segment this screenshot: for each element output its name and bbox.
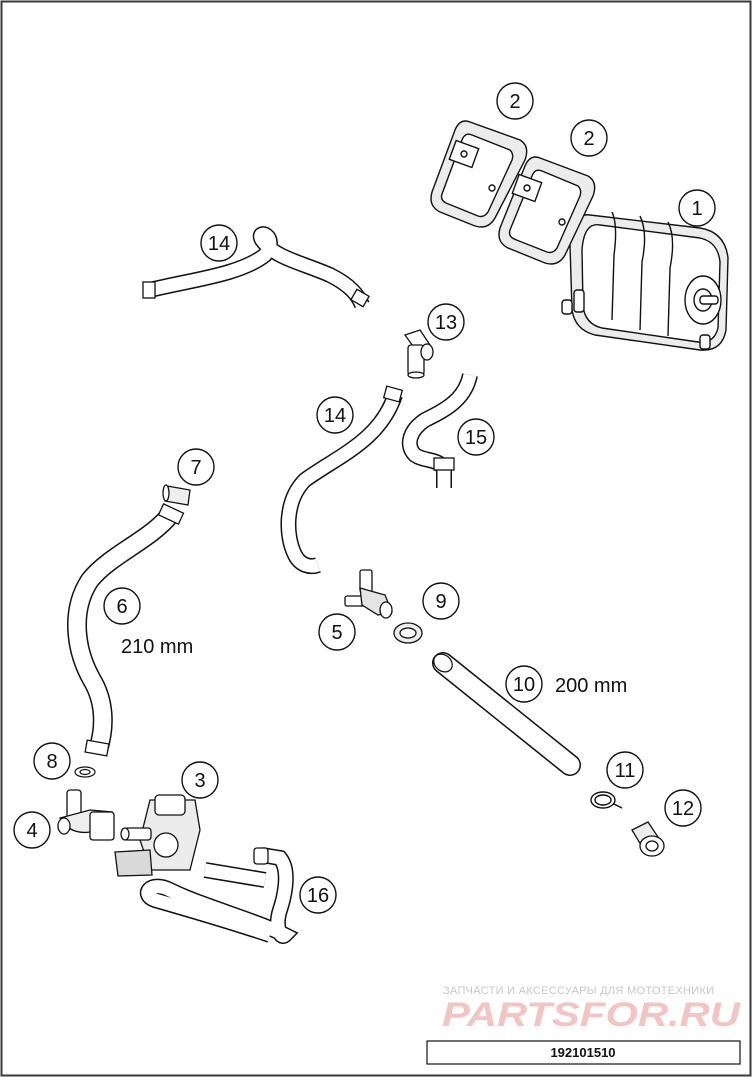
callout-14a-label: 14: [208, 233, 230, 255]
watermark-logo: PARTSFOR.RU: [442, 996, 742, 1034]
part-hose-16: [139, 847, 299, 944]
callout-12: 12: [664, 789, 702, 827]
callout-3: 3: [181, 761, 219, 799]
drawing-code: 192101510: [550, 1045, 615, 1060]
part-hose-6: [67, 503, 185, 757]
callout-4-label: 4: [26, 820, 37, 842]
callout-7: 7: [177, 448, 215, 486]
callout-2b-label: 2: [583, 128, 594, 150]
part-canister: [561, 211, 729, 351]
callout-3-label: 3: [194, 770, 205, 792]
callout-13-label: 13: [435, 312, 457, 334]
callout-2a-label: 2: [509, 91, 520, 113]
part-strap-1: [430, 120, 528, 228]
part-hose-14-middle: [280, 385, 404, 575]
callout-2b: 2: [570, 119, 608, 157]
dimension-6-label: 210 mm: [121, 636, 193, 658]
part-hose-14-upper: [142, 226, 370, 309]
watermark: ЗАПЧАСТИ И АКСЕССУАРЫ ДЛЯ МОТОТЕХНИКИ PA…: [442, 985, 742, 1034]
callout-14a: 14: [200, 224, 238, 262]
callout-14b-label: 14: [324, 405, 346, 427]
callout-6: 6: [103, 587, 141, 625]
drawing-code-box: 192101510: [426, 1040, 741, 1065]
callout-11: 11: [606, 751, 644, 789]
callout-10-label: 10: [513, 674, 535, 696]
callout-15: 15: [457, 418, 495, 456]
callout-1-label: 1: [691, 198, 702, 220]
part-clamp-9: [393, 622, 423, 644]
callout-14b: 14: [316, 396, 354, 434]
callout-8: 8: [33, 742, 71, 780]
callout-9-label: 9: [435, 591, 446, 613]
part-solenoid-3: [114, 794, 201, 877]
callout-16-label: 16: [307, 885, 329, 907]
callout-7-label: 7: [190, 457, 201, 479]
callout-1: 1: [678, 189, 716, 227]
dimension-10-label: 200 mm: [555, 675, 627, 697]
callout-5-label: 5: [331, 622, 342, 644]
part-clip-8: [74, 766, 96, 778]
callout-12-label: 12: [672, 798, 694, 820]
callout-11-label: 11: [615, 760, 636, 782]
part-tee-5: [344, 569, 393, 619]
callout-5: 5: [318, 613, 356, 651]
watermark-tagline: ЗАПЧАСТИ И АКСЕССУАРЫ ДЛЯ МОТОТЕХНИКИ: [443, 985, 714, 997]
part-hose-15: [401, 372, 478, 488]
part-cap-12: [631, 821, 665, 857]
part-sleeve-7: [162, 484, 191, 506]
callout-15-label: 15: [465, 427, 487, 449]
callout-6-label: 6: [116, 596, 127, 618]
callout-13: 13: [427, 303, 465, 341]
part-elbow-13: [403, 329, 434, 379]
callout-9: 9: [422, 582, 460, 620]
part-clip-11: [590, 791, 623, 809]
callout-10: 10: [505, 665, 543, 703]
callout-4: 4: [13, 811, 51, 849]
part-hose-10: [432, 652, 581, 776]
part-valve-4: [57, 789, 115, 841]
callout-2a: 2: [496, 82, 534, 120]
callout-8-label: 8: [46, 751, 57, 773]
part-strap-2: [498, 156, 596, 265]
callout-16: 16: [299, 876, 337, 914]
